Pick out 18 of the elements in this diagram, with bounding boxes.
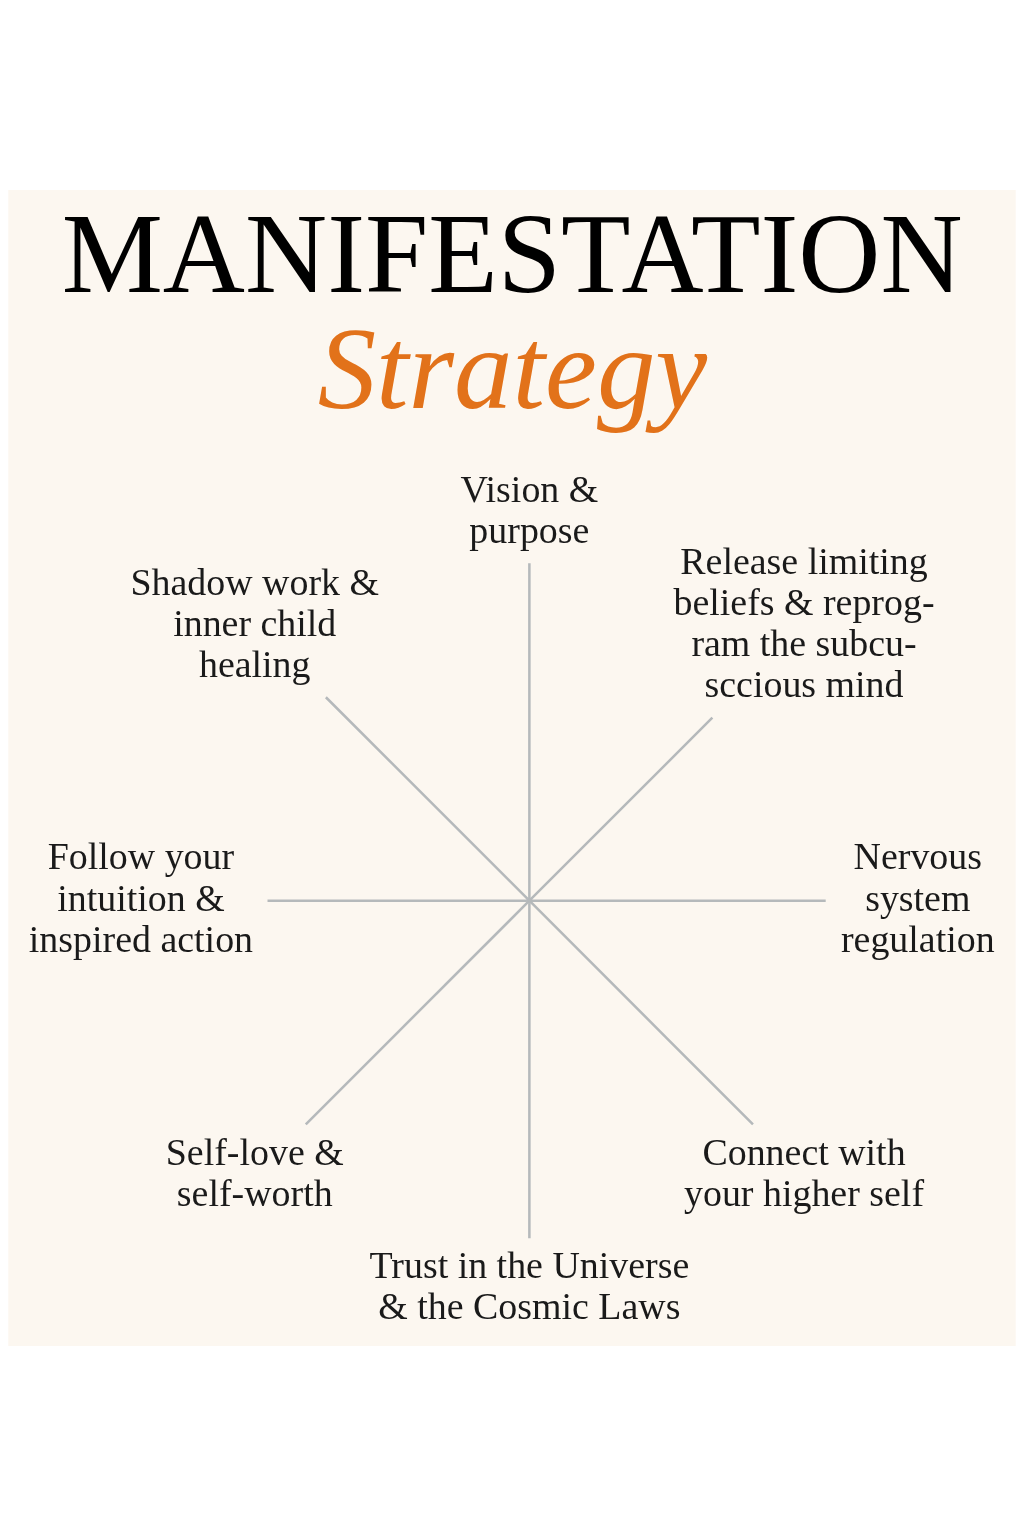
connector [530,716,714,900]
connector [530,901,754,1126]
connector [325,696,529,900]
connector [528,903,531,1239]
node-text: Nervous system regulation [840,835,995,960]
node-text: Shadow work & inner child healing [130,560,379,685]
node-text: Release limiting beliefs & reprog- ram the subcu- sccious mind [673,540,935,706]
connector [528,563,531,899]
connector [531,899,826,902]
connector [304,901,529,1126]
node-point [526,897,533,904]
diagram-title: MANIFESTATION Strategy [61,191,963,434]
node-text: Trust in the Universe & the Cosmic Laws [369,1244,690,1328]
connector [267,899,527,902]
node-text: Connect with your higher self [684,1130,925,1214]
node-text: Self-love & self-worth [165,1130,344,1214]
node-text: Vision & purpose [460,467,599,551]
node-text: Follow your intuition & inspired action [28,835,254,960]
